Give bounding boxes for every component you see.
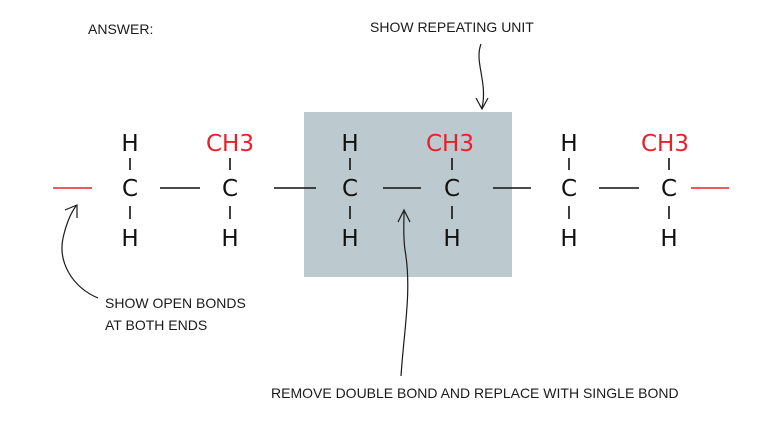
carbon-atom: C — [122, 176, 138, 202]
hydrogen-atom: H — [660, 226, 677, 252]
carbon-atom: C — [342, 176, 358, 202]
remove-double-bond-label: REMOVE DOUBLE BOND AND REPLACE WITH SING… — [271, 385, 679, 401]
hydrogen-atom: H — [341, 131, 358, 157]
hydrogen-atom: H — [221, 226, 238, 252]
carbon-atom: C — [561, 176, 577, 202]
hydrogen-atom: H — [121, 226, 138, 252]
carbon-atom: C — [444, 176, 460, 202]
carbon-atom: C — [222, 176, 238, 202]
repeating-unit-label: SHOW REPEATING UNIT — [370, 19, 534, 35]
open-bonds-label-line1: SHOW OPEN BONDS — [105, 295, 246, 311]
answer-label: ANSWER: — [88, 21, 153, 37]
double-bond-arrow-icon — [397, 208, 411, 377]
hydrogen-atom: H — [560, 226, 577, 252]
methyl-group: CH3 — [641, 131, 689, 157]
methyl-group: CH3 — [426, 131, 474, 157]
repeating-unit-arrow-icon — [475, 43, 489, 111]
open-bonds-arrow-icon — [61, 204, 99, 299]
methyl-group: CH3 — [206, 131, 254, 157]
hydrogen-atom: H — [121, 131, 138, 157]
carbon-atom: C — [661, 176, 677, 202]
hydrogen-atom: H — [560, 131, 577, 157]
hydrogen-atom: H — [443, 226, 460, 252]
hydrogen-atom: H — [341, 226, 358, 252]
open-bonds-label-line2: AT BOTH ENDS — [105, 317, 207, 333]
repeating-unit-highlight — [304, 112, 512, 277]
